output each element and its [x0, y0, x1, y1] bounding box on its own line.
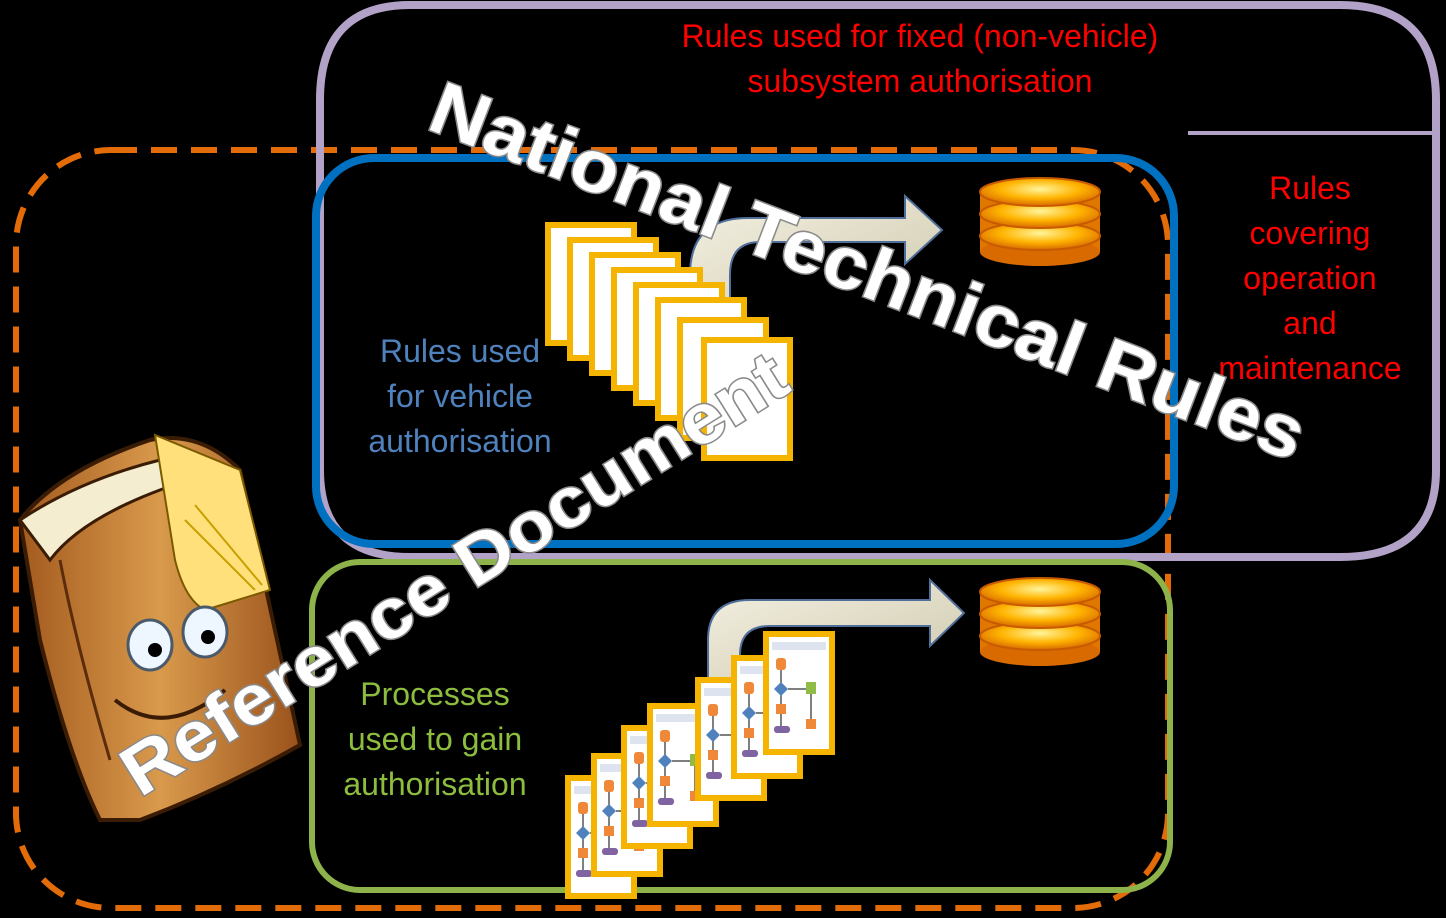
reference-document-region	[13, 147, 1171, 911]
document-stack-icon	[545, 222, 793, 461]
vehicle-authorisation-label: Rules used for vehicle authorisation	[368, 333, 552, 459]
reference-document-banner: Reference Document	[107, 337, 801, 811]
fixed-subsystem-label: Rules used for fixed (non-vehicle) subsy…	[681, 18, 1159, 99]
arrow-icon	[707, 577, 966, 681]
book-character-icon	[17, 433, 303, 822]
operation-maintenance-label: Rules covering operation and maintenance	[1218, 170, 1402, 386]
process-authorisation-label: Processes used to gain authorisation	[343, 676, 527, 802]
vehicle-authorisation-box	[312, 154, 1178, 548]
national-technical-rules-region	[316, 0, 1440, 561]
database-icon	[979, 577, 1101, 666]
process-authorisation-box	[309, 559, 1173, 893]
arrow-icon	[689, 193, 944, 319]
national-technical-rules-banner: National Technical Rules	[419, 65, 1317, 476]
database-icon	[979, 177, 1101, 266]
